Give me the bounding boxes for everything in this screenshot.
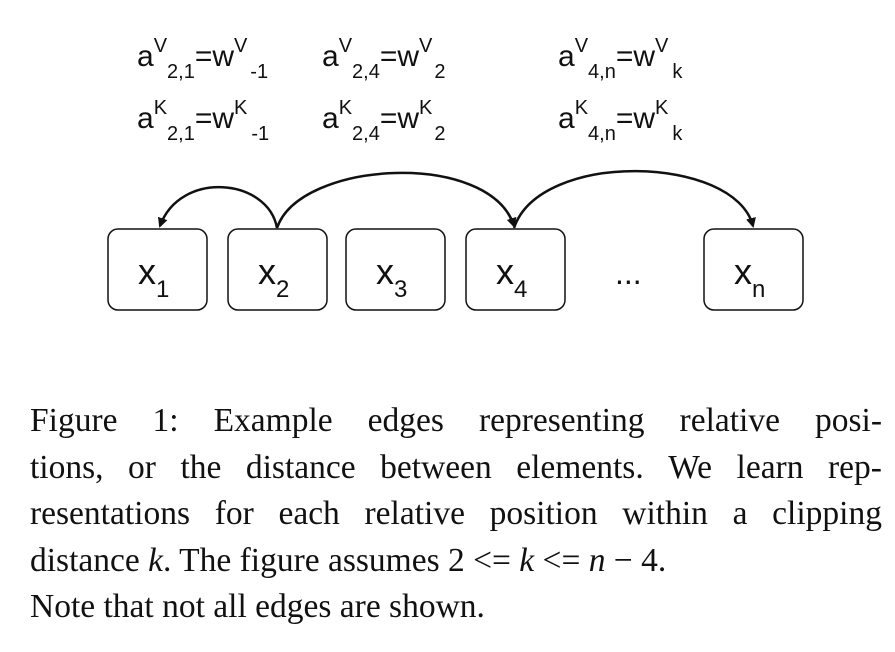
caption-math-n: n [588, 541, 606, 579]
caption-word: 1: [152, 402, 179, 439]
edge-x4-to-xn [512, 169, 756, 229]
caption-word: within [622, 495, 708, 532]
caption-word: representing [478, 402, 645, 439]
caption-text: <= [534, 541, 589, 579]
equation-v-4-n: aV4,n=wVk [558, 35, 683, 83]
caption-word: relative [679, 402, 780, 439]
relative-position-diagram: aV2,1=wV-1 aV2,4=wV2 aV4,n=wVk aK2,1=wK-… [107, 35, 804, 311]
caption-word: the [180, 448, 222, 486]
caption-word: tions, [30, 448, 104, 486]
equation-v-2-4: aV2,4=wV2 [322, 35, 446, 83]
equation-k-2-1: aK2,1=wK-1 [137, 97, 269, 145]
node-xn: xn [703, 228, 804, 311]
svg-text:x1: x1 [138, 251, 169, 303]
caption-text: − 4. [605, 541, 667, 579]
equation-k-2-4: aK2,4=wK2 [322, 97, 446, 145]
svg-text:xn: xn [734, 251, 765, 303]
node-x2: x2 [227, 228, 328, 311]
caption-word: each [278, 495, 340, 532]
caption-word: between [380, 448, 492, 486]
caption-word: clipping [772, 495, 882, 532]
svg-text:x2: x2 [258, 251, 289, 303]
caption-word: learn [736, 448, 804, 486]
caption-word: a [732, 495, 748, 532]
ellipsis: ... [615, 255, 642, 291]
caption-word: We [668, 448, 713, 486]
caption-word: position [489, 495, 598, 532]
caption-word: or [128, 448, 156, 486]
caption-math-k: k [519, 541, 535, 579]
caption-word: edges [367, 402, 444, 439]
svg-text:aV2,1=wV-1: aV2,1=wV-1 [137, 35, 268, 83]
node-x4: x4 [465, 228, 566, 311]
caption-word: posi- [815, 402, 882, 439]
svg-text:aV2,4=wV2: aV2,4=wV2 [322, 35, 446, 83]
svg-text:aK2,1=wK-1: aK2,1=wK-1 [137, 97, 269, 145]
svg-text:aK2,4=wK2: aK2,4=wK2 [322, 97, 446, 145]
node-x1: x1 [107, 228, 208, 311]
caption-line-2: tions, or the distance between elements.… [30, 445, 882, 492]
caption-word: Example [213, 402, 333, 439]
caption-math-k: k [148, 541, 164, 579]
caption-word: resentations [30, 495, 191, 532]
caption-word: rep- [827, 448, 882, 486]
caption-line-5: Note that not all edges are shown. [30, 588, 485, 625]
svg-text:x4: x4 [496, 251, 527, 303]
caption-text: . The figure assumes 2 <= [163, 541, 520, 579]
equation-v-2-1: aV2,1=wV-1 [137, 35, 268, 83]
caption-text: distance [30, 541, 140, 579]
node-x3: x3 [345, 228, 446, 311]
caption-word: Figure [30, 402, 118, 439]
svg-text:aK4,n=wKk: aK4,n=wKk [558, 97, 683, 145]
figure-caption: Figure 1: Example edges representing rel… [30, 398, 882, 631]
svg-text:aV4,n=wVk: aV4,n=wVk [558, 35, 683, 83]
edge-x2-to-x4 [275, 171, 517, 229]
caption-line-3: resentations for each relative position … [30, 491, 882, 538]
caption-line-4: distance k. The figure assumes 2 <= k <=… [30, 538, 882, 585]
caption-word: distance [245, 448, 356, 486]
caption-word: elements. [516, 448, 644, 486]
caption-line-1: Figure 1: Example edges representing rel… [30, 398, 882, 445]
caption-word: for [214, 495, 254, 532]
caption-word: relative [364, 495, 465, 532]
equation-k-4-n: aK4,n=wKk [558, 97, 683, 145]
edge-x2-to-x1 [157, 185, 279, 229]
svg-text:x3: x3 [376, 251, 407, 303]
